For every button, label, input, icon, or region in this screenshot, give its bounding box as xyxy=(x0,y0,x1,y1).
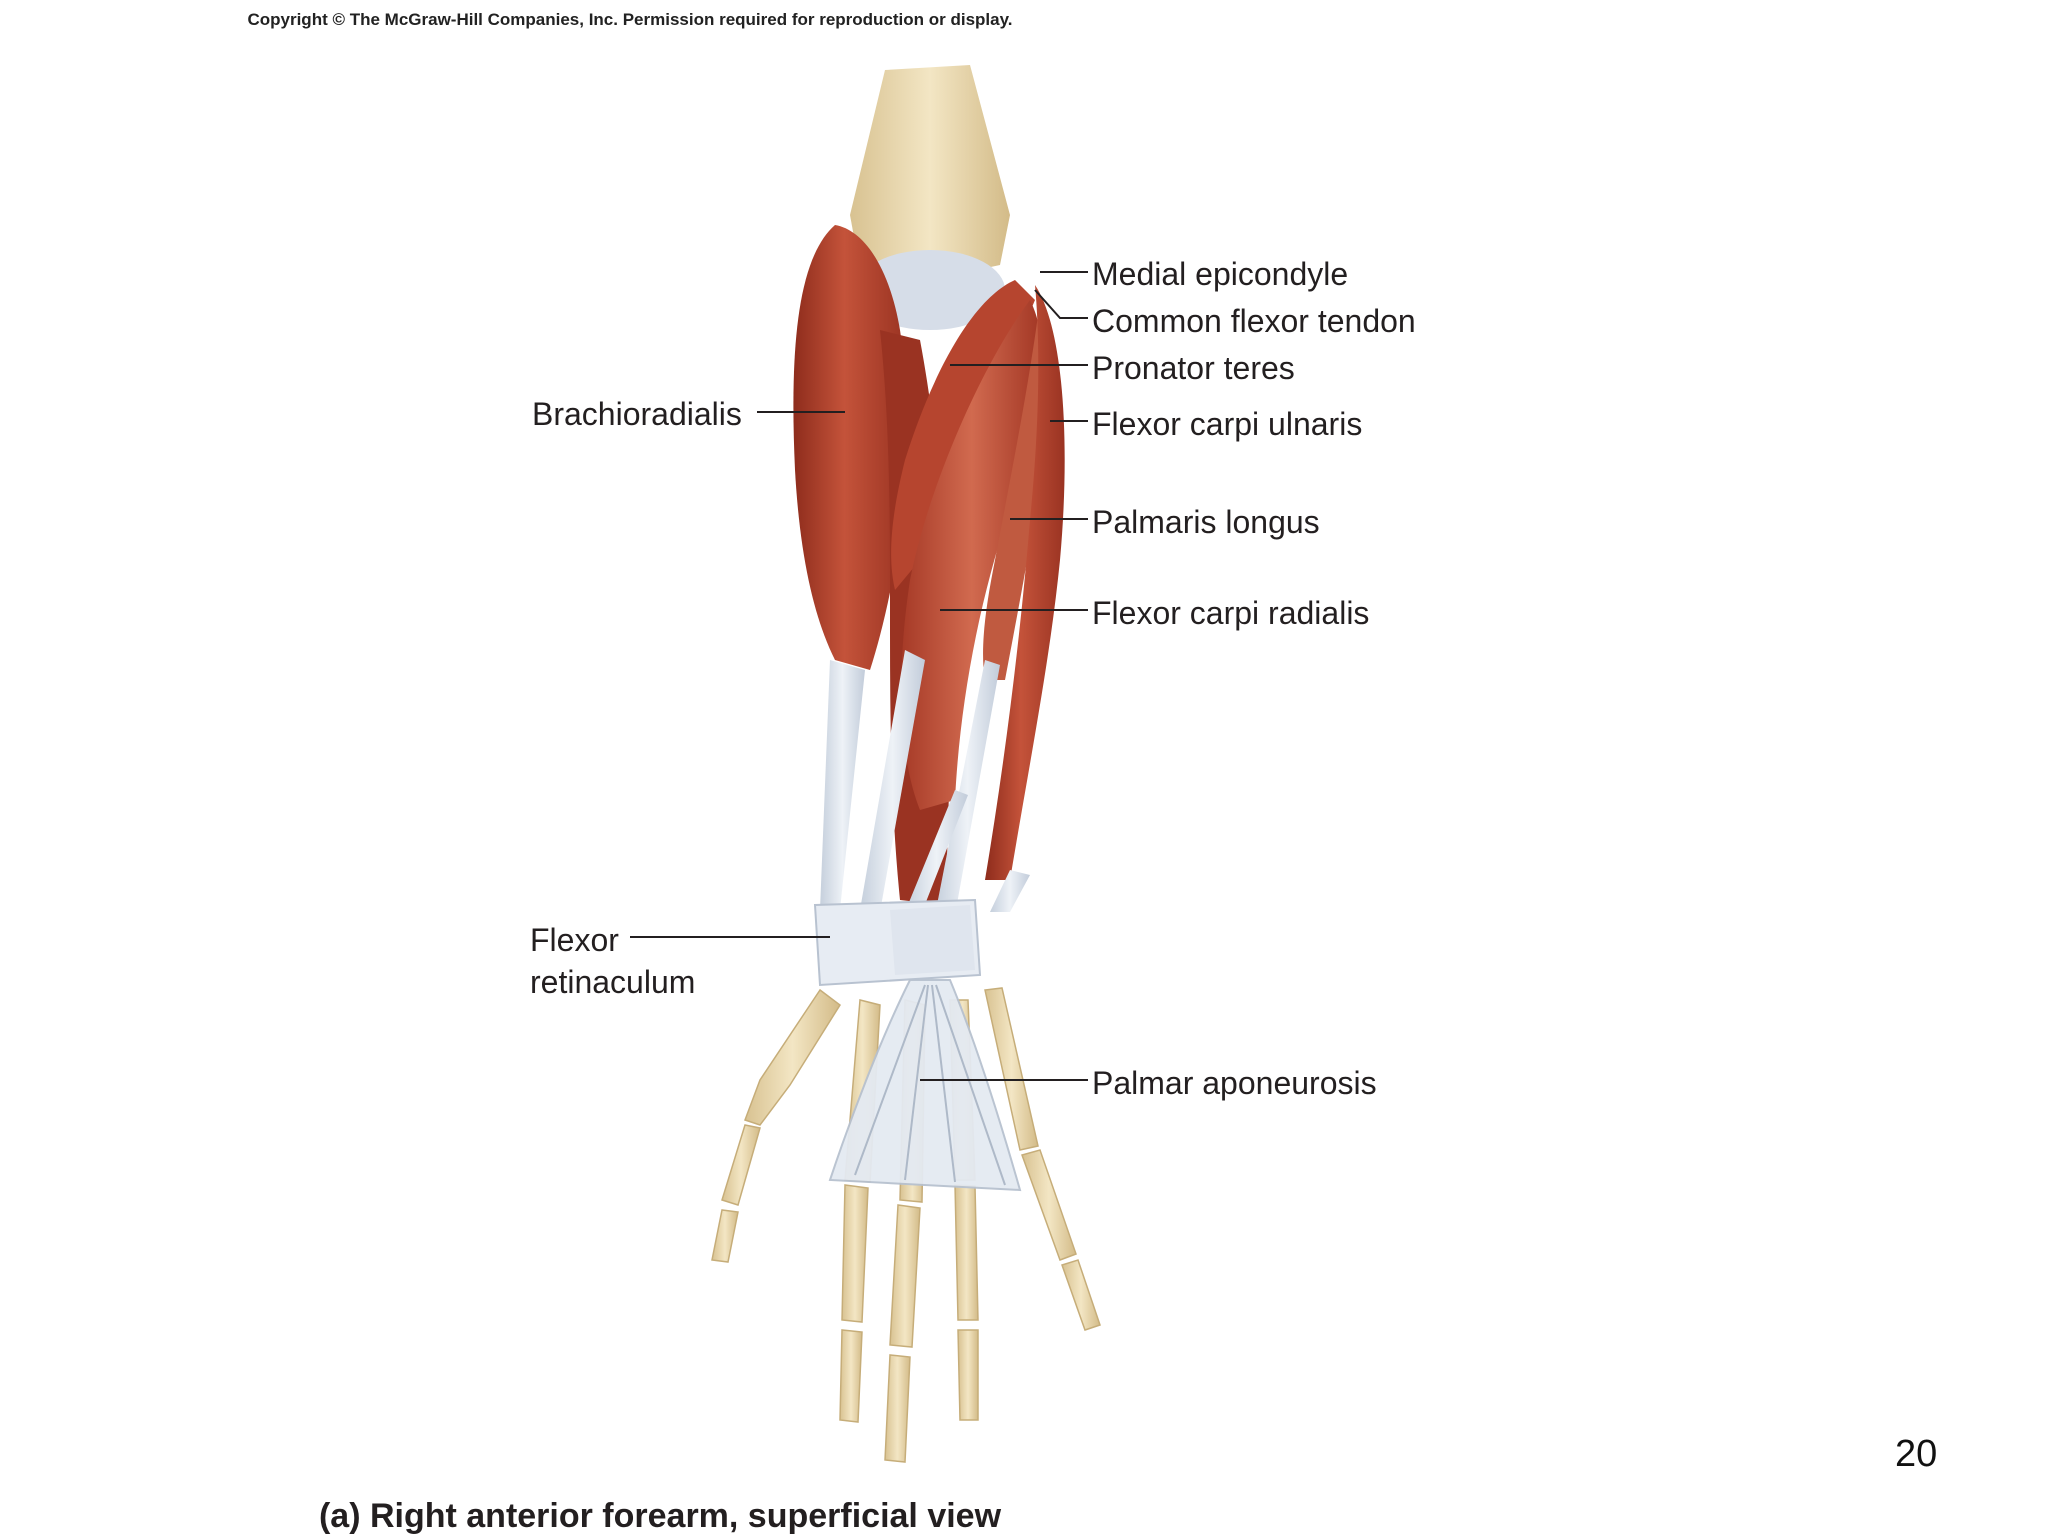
aponeurosis-fibers xyxy=(854,984,1006,1186)
palmaris-longus-muscle xyxy=(983,300,1050,680)
label-medial-epicondyle: Medial epicondyle xyxy=(1092,256,1349,292)
humerus-bone xyxy=(850,65,1010,280)
label-brachioradialis: Brachioradialis xyxy=(532,396,742,432)
brachioradialis-muscle xyxy=(793,225,907,670)
tendon-superficialis xyxy=(905,790,968,912)
palmar-aponeurosis xyxy=(828,979,1022,1192)
index-phalanges xyxy=(841,1184,869,1323)
copyright-notice: Copyright © The McGraw-Hill Companies, I… xyxy=(247,10,1013,29)
little-metacarpal xyxy=(984,987,1039,1151)
label-palmar-aponeurosis: Palmar aponeurosis xyxy=(1092,1065,1377,1101)
thumb-distal-phalanx xyxy=(711,1209,739,1263)
tendon-brachioradialis xyxy=(820,660,865,910)
label-flexor-carpi-ulnaris: Flexor carpi ulnaris xyxy=(1092,406,1363,442)
ring-phalanges xyxy=(954,1184,979,1321)
label-common-flexor-tendon: Common flexor tendon xyxy=(1092,303,1416,339)
tendon-flexor-carpi-ulnaris xyxy=(990,870,1030,912)
label-pronator-teres: Pronator teres xyxy=(1092,350,1295,386)
flexor-carpi-radialis-muscle xyxy=(901,300,1043,810)
leader-lines xyxy=(630,271,1088,1081)
leader-common-flexor-tendon xyxy=(1034,289,1088,319)
label-flexor-carpi-radialis: Flexor carpi radialis xyxy=(1092,595,1370,631)
middle-phalanges xyxy=(889,1204,921,1348)
tendon-flexor-carpi-radialis xyxy=(860,650,925,912)
thumb-phalanx xyxy=(721,1124,761,1206)
little-distal xyxy=(1061,1259,1101,1331)
index-distal xyxy=(839,1329,863,1423)
thumb-metacarpal xyxy=(744,988,842,1126)
ring-distal xyxy=(957,1329,979,1421)
flexor-carpi-ulnaris-muscle xyxy=(985,285,1065,880)
label-flexor-retinaculum-line1: Flexor xyxy=(530,922,619,958)
label-palmaris-longus: Palmaris longus xyxy=(1092,504,1320,540)
tendon-palmaris-longus xyxy=(935,660,1000,915)
label-flexor-retinaculum-line2: retinaculum xyxy=(530,964,696,1000)
little-phalanges xyxy=(1021,1149,1077,1261)
middle-distal xyxy=(884,1354,911,1463)
figure-caption: (a) Right anterior forearm, superficial … xyxy=(318,1497,1002,1535)
slide-number: 20 xyxy=(1895,1433,1938,1475)
